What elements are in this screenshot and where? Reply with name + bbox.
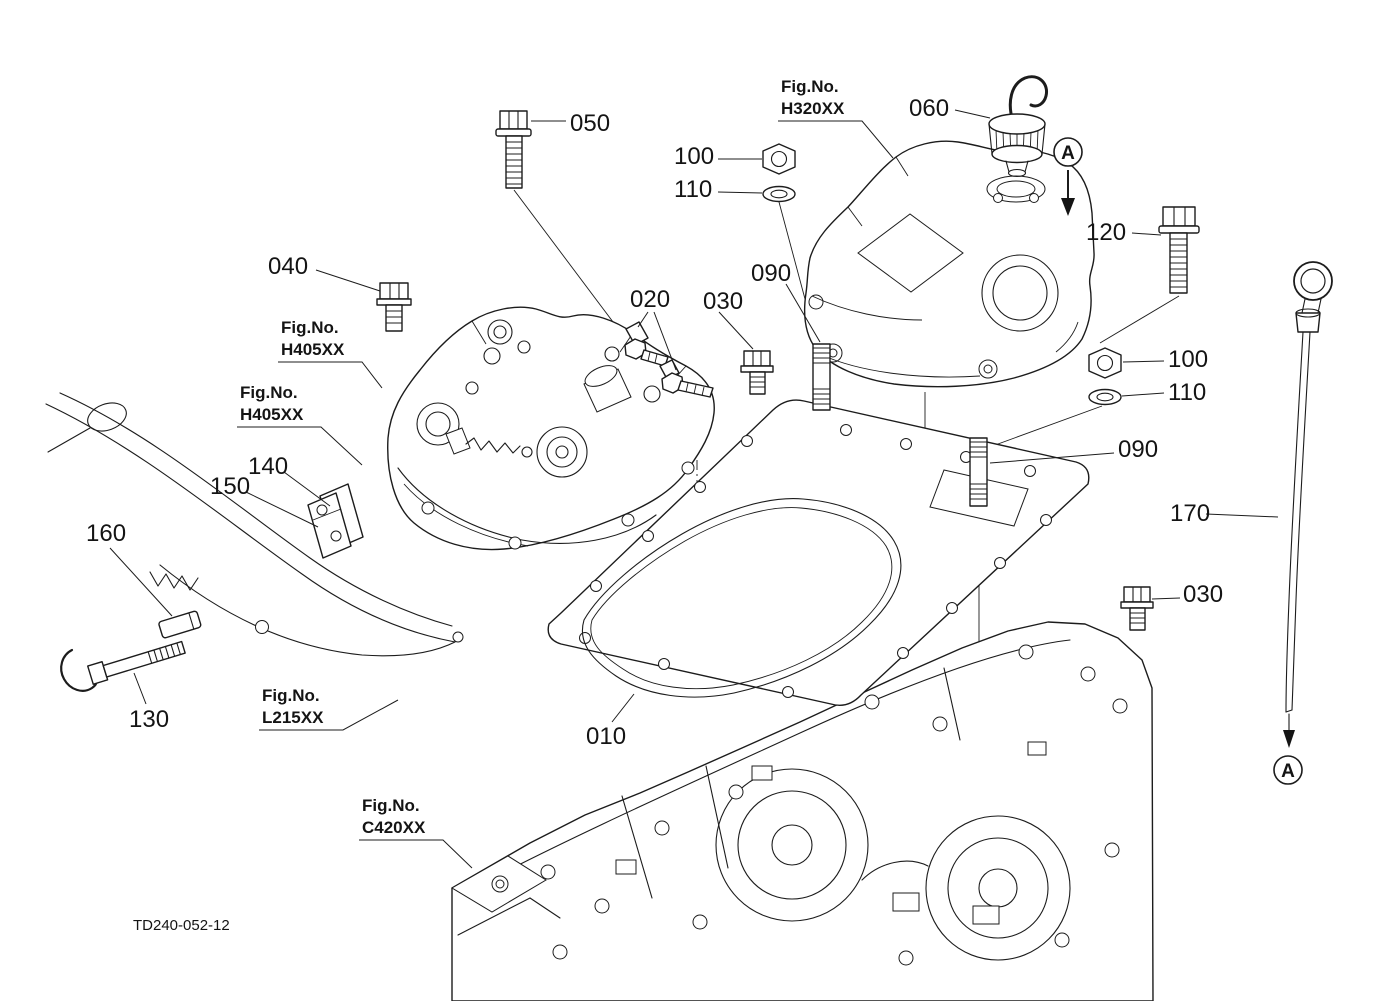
- valve-assembly: [387, 306, 715, 551]
- part-label-010: 010: [586, 723, 626, 750]
- part-label-130: 130: [129, 706, 169, 733]
- nut-100-right: [1088, 347, 1122, 379]
- part-label-030-left: 030: [703, 288, 743, 315]
- washer-110-left: [762, 185, 796, 203]
- nut-100-left: [762, 143, 796, 175]
- figref-h320-code: H320XX: [781, 99, 845, 118]
- bracket-140-150: [307, 483, 364, 559]
- cover-plate-and-gasket: [547, 399, 1090, 707]
- stud-090-right: [969, 437, 988, 507]
- wiring-harness: [45, 392, 464, 657]
- part-label-040: 040: [268, 253, 308, 280]
- figref-h320-caption: Fig.No.: [781, 77, 839, 96]
- part-label-120: 120: [1086, 219, 1126, 246]
- figref-h405-lower-code: H405XX: [240, 405, 304, 424]
- figref-l215-code: L215XX: [262, 708, 324, 727]
- bolt-130: [60, 640, 186, 692]
- bolt-120: [1158, 206, 1200, 294]
- labels: 050 040 020 030 090 100 110 060 120 100 …: [86, 77, 1223, 934]
- figref-h405-upper-code: H405XX: [281, 340, 345, 359]
- part-label-140: 140: [248, 453, 288, 480]
- pin-160: [158, 610, 202, 639]
- marker-a-bottom-label: A: [1281, 761, 1295, 782]
- part-label-100-right: 100: [1168, 346, 1208, 373]
- top-cover: [803, 140, 1095, 388]
- figref-c420-code: C420XX: [362, 818, 426, 837]
- drawing-number: TD240-052-12: [133, 917, 230, 934]
- figref-h405-lower-caption: Fig.No.: [240, 383, 298, 402]
- part-label-030-right: 030: [1183, 581, 1223, 608]
- oil-cap-060: [988, 75, 1049, 178]
- view-marker-a-bottom: A: [1273, 755, 1303, 785]
- crankcase: [451, 621, 1154, 1001]
- part-label-100-left: 100: [674, 143, 714, 170]
- part-label-110-left: 110: [674, 176, 712, 203]
- elbow-fitting-020-b: [659, 359, 714, 398]
- washer-110-right: [1088, 388, 1122, 406]
- view-marker-a-top: A: [1053, 137, 1083, 216]
- figref-c420-caption: Fig.No.: [362, 796, 420, 815]
- leader-lines: [109, 109, 1279, 869]
- figref-h405-upper-caption: Fig.No.: [281, 318, 339, 337]
- part-label-050: 050: [570, 110, 610, 137]
- plug-030-left: [740, 350, 774, 395]
- part-label-160: 160: [86, 520, 126, 547]
- dipstick-170: [1283, 261, 1333, 748]
- part-label-090-left: 090: [751, 260, 791, 287]
- plug-030-right: [1120, 586, 1154, 631]
- part-label-150: 150: [210, 473, 250, 500]
- part-label-170: 170: [1170, 500, 1210, 527]
- part-label-020: 020: [630, 286, 670, 313]
- part-label-110-right: 110: [1168, 379, 1206, 406]
- bolt-050: [495, 110, 532, 189]
- part-label-090-right: 090: [1118, 436, 1158, 463]
- figref-l215-caption: Fig.No.: [262, 686, 320, 705]
- marker-a-top-label: A: [1061, 143, 1075, 164]
- part-label-060: 060: [909, 95, 949, 122]
- plug-040: [376, 282, 412, 332]
- stud-090-left: [812, 343, 831, 411]
